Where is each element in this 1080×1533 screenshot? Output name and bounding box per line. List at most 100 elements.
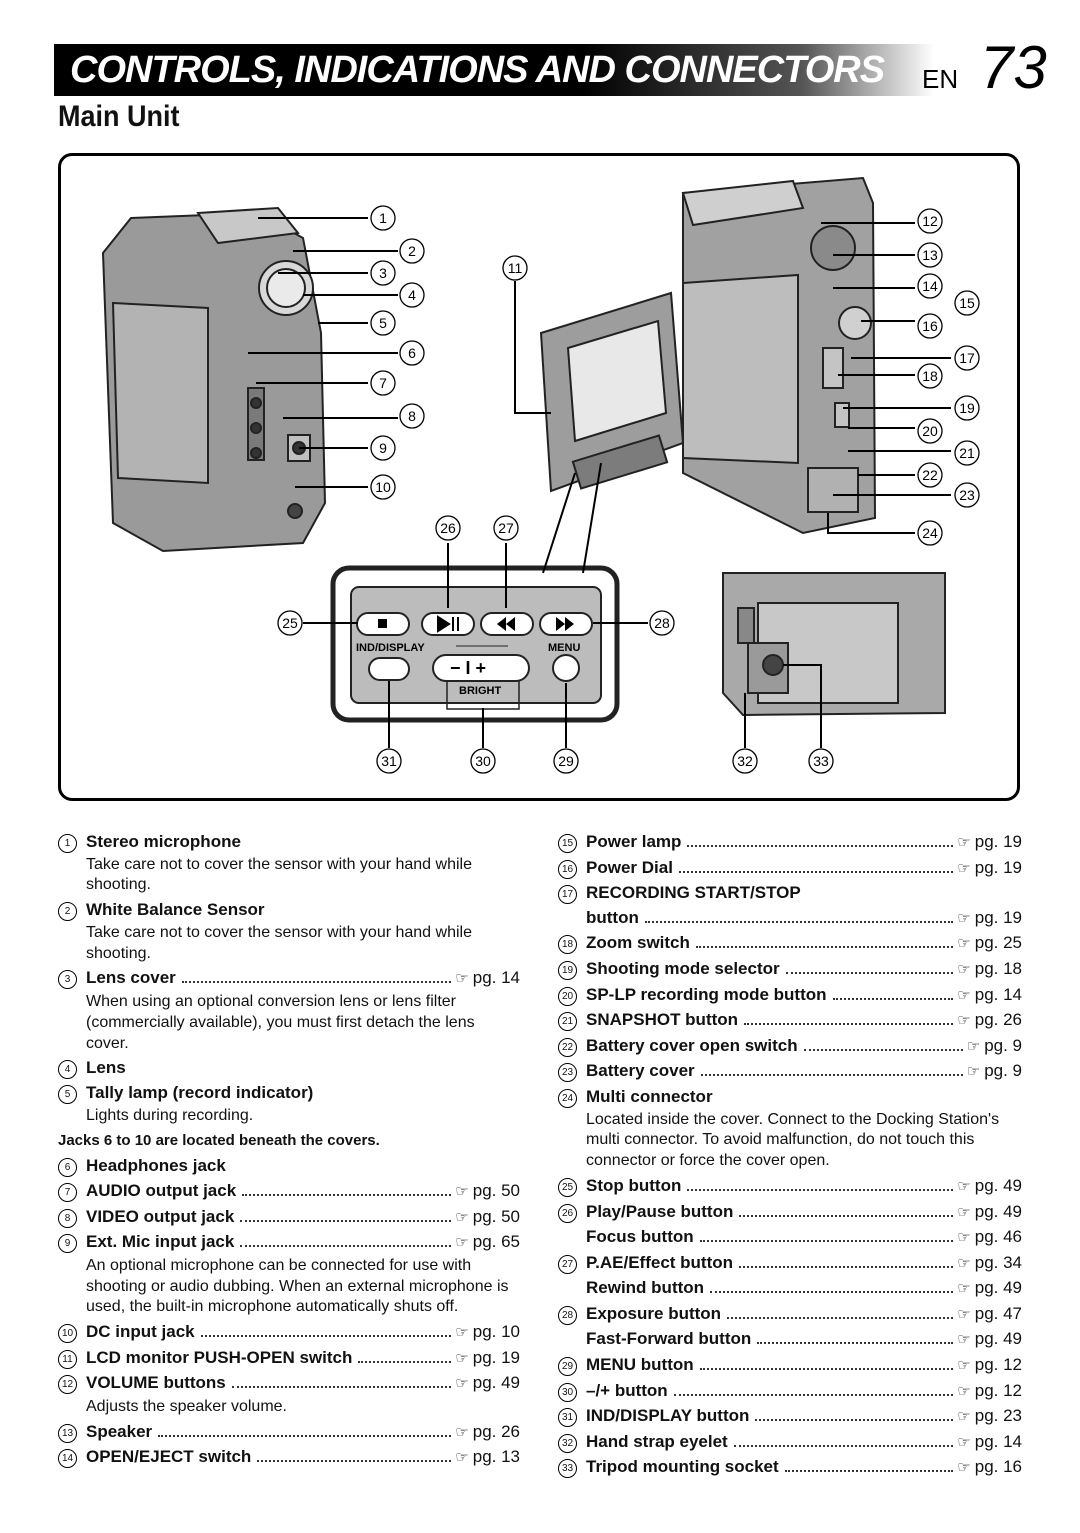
callout-circle (917, 208, 943, 234)
item-description: Take care not to cover the sensor with y… (86, 855, 472, 894)
callout-circle (399, 340, 425, 366)
page-reference: ☞pg. 23 (957, 1404, 1022, 1430)
callout-number: 8 (408, 408, 416, 424)
page-reference: ☞pg. 14 (455, 966, 520, 992)
item-number-badge: 1 (58, 834, 77, 853)
pointing-hand-icon: ☞ (957, 1203, 971, 1221)
pointing-hand-icon: ☞ (957, 1012, 971, 1030)
page-reference: ☞pg. 12 (957, 1379, 1022, 1405)
page-reference: ☞pg. 65 (455, 1230, 520, 1256)
pointing-hand-icon: ☞ (455, 1208, 469, 1226)
pointing-hand-icon: ☞ (957, 986, 971, 1004)
page-reference: ☞pg. 12 (957, 1353, 1022, 1379)
page-reference: ☞pg. 25 (957, 931, 1022, 957)
callout-number: 29 (558, 753, 574, 769)
item-label: P.AE/Effect button (586, 1252, 734, 1272)
page-reference-text: pg. 16 (974, 1457, 1022, 1477)
callout-lines (248, 217, 951, 748)
item-number-badge: 17 (558, 885, 577, 905)
callout-number: 16 (922, 318, 938, 334)
page-reference-text: pg. 12 (974, 1380, 1022, 1400)
page-header: CONTROLS, INDICATIONS AND CONNECTORS EN … (54, 34, 1047, 102)
item-number-badge: 8 (58, 1208, 77, 1228)
pointing-hand-icon: ☞ (455, 1423, 469, 1441)
callout-circle (917, 363, 943, 389)
page-reference-text: pg. 47 (974, 1303, 1022, 1323)
leader-dots (687, 845, 954, 847)
callout-circle (917, 313, 943, 339)
page-reference: ☞pg. 50 (455, 1179, 520, 1205)
camera-diagram: IND/DISPLAY MENU BRIGHT − I + (58, 153, 1020, 801)
callout-number: 23 (959, 487, 975, 503)
callout-number: 3 (379, 265, 387, 281)
callout-number: 1 (379, 210, 387, 226)
pointing-hand-icon: ☞ (957, 834, 971, 851)
callout-number: 27 (498, 520, 514, 536)
item-number-badge: 16 (558, 859, 577, 879)
item-label: –/+ button (586, 1380, 668, 1400)
page-reference: ☞pg. 18 (957, 957, 1022, 983)
item-label: SP-LP recording mode button (586, 984, 827, 1004)
item-number-badge: 6 (58, 1158, 77, 1178)
callout-circle (732, 748, 758, 774)
page-reference-text: pg. 13 (472, 1447, 520, 1467)
item-label: Lens (86, 1058, 126, 1078)
list-item: Rewind button☞pg. 49 (558, 1276, 1022, 1302)
callout-circle (954, 440, 980, 466)
callout-circle (649, 610, 675, 636)
callout-number: 31 (381, 753, 397, 769)
page-reference: ☞pg. 14 (957, 983, 1022, 1009)
item-label: Lens cover (86, 968, 176, 988)
page-reference-text: pg. 19 (472, 1347, 520, 1367)
callout-number: 6 (408, 345, 416, 361)
item-description: Take care not to cover the sensor with y… (86, 923, 472, 962)
pointing-hand-icon: ☞ (957, 909, 971, 927)
page-reference-text: pg. 18 (974, 958, 1022, 978)
callout-circle (277, 610, 303, 636)
callout-circle (470, 748, 496, 774)
callout-circle (808, 748, 834, 774)
callout-circle (917, 242, 943, 268)
leader-dots (200, 1335, 452, 1338)
page-reference-text: pg. 26 (974, 1010, 1022, 1030)
item-number-badge: 31 (558, 1408, 577, 1428)
pointing-hand-icon: ☞ (455, 1324, 469, 1342)
page-reference: ☞pg. 19 (455, 1346, 520, 1372)
callout-number: 32 (737, 753, 753, 769)
item-number-badge: 2 (58, 902, 77, 922)
callout-circle (370, 474, 396, 500)
pointing-hand-icon: ☞ (966, 1037, 981, 1055)
leader-dots (358, 1360, 452, 1363)
item-number-badge: 22 (558, 1037, 577, 1057)
callout-circle (399, 282, 425, 308)
page-reference: ☞pg. 34 (957, 1251, 1022, 1277)
callout-circle (954, 345, 980, 371)
pointing-hand-icon: ☞ (455, 1349, 469, 1367)
page-reference: ☞pg. 14 (957, 1430, 1022, 1456)
pointing-hand-icon: ☞ (455, 1449, 469, 1467)
page-reference-text: pg. 12 (974, 1355, 1022, 1375)
camera-rear-view (681, 176, 877, 535)
page-title: CONTROLS, INDICATIONS AND CONNECTORS (70, 49, 885, 91)
item-number-badge: 24 (558, 1088, 577, 1108)
callout-number: 4 (408, 287, 416, 303)
leader-dots (242, 1193, 452, 1196)
callout-circle (399, 238, 425, 264)
leader-dots (158, 1434, 452, 1437)
list-item: Fast-Forward button☞pg. 49 (558, 1327, 1022, 1353)
header-bar (54, 44, 934, 96)
callout-circle (954, 482, 980, 508)
page-reference-text: pg. 9 (984, 1035, 1022, 1055)
pointing-hand-icon: ☞ (957, 1305, 971, 1323)
page-reference: ☞pg. 16 (957, 1455, 1022, 1481)
pointing-hand-icon: ☞ (957, 1382, 971, 1400)
leader-dots (832, 997, 954, 1000)
page-reference-text: pg. 10 (472, 1322, 520, 1342)
item-label: IND/DISPLAY button (586, 1406, 750, 1426)
